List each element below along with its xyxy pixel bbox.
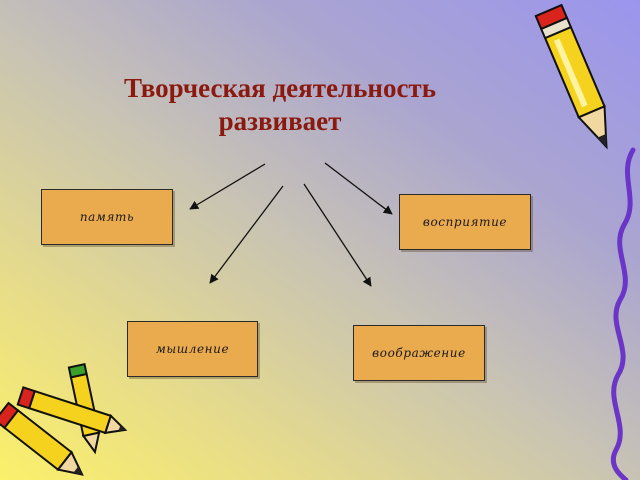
node-thinking: мышление [127, 321, 258, 377]
arrow-to-perception [324, 162, 393, 215]
node-memory: память [41, 189, 173, 245]
pencil-icon [534, 3, 608, 150]
title-line-2: развивает [218, 106, 342, 136]
diagram-title: Творческая деятельность развивает [60, 72, 500, 138]
node-imagination: воображение [353, 325, 485, 381]
wavy-ribbon-icon [610, 147, 636, 480]
title-line-1: Творческая деятельность [124, 73, 436, 103]
arrow-to-memory [189, 163, 266, 210]
node-perception: восприятие [399, 194, 531, 250]
arrow-to-imagination [303, 183, 372, 287]
arrow-to-thinking [209, 185, 284, 284]
pencils-cluster-icon [0, 363, 128, 476]
